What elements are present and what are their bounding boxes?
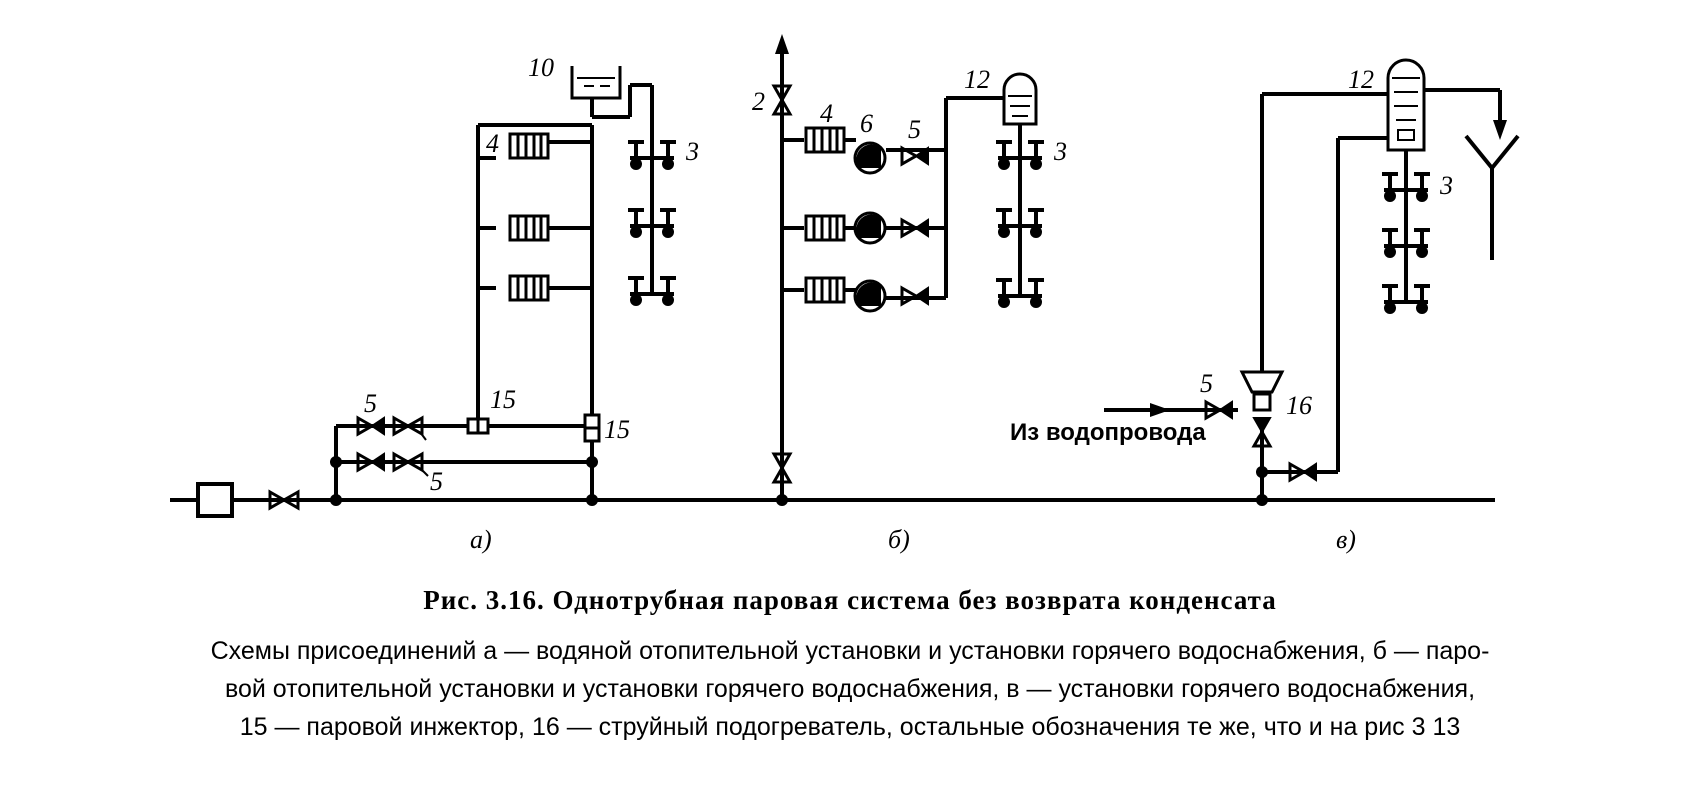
trap-6-2 xyxy=(853,211,887,245)
arrow-up-b xyxy=(775,34,789,54)
label-6: 6 xyxy=(860,109,873,138)
scheme-c xyxy=(1104,88,1520,500)
boiler-box xyxy=(196,482,234,518)
tank-12-b xyxy=(1002,72,1038,126)
caption-line-1: Схемы присоединений а — водяной отопител… xyxy=(210,637,1490,665)
injector-15-vertical xyxy=(583,413,601,443)
tank-12-c xyxy=(1386,58,1426,152)
trap-6-3 xyxy=(853,279,887,313)
injector-15-horizontal xyxy=(466,417,490,435)
label-15-a-left: 15 xyxy=(490,385,516,414)
label-4-a: 4 xyxy=(486,129,499,158)
steam-system-diagram: 10 4 3 5 15 15 5 а) 2 4 6 5 xyxy=(170,34,1520,554)
label-10: 10 xyxy=(528,53,554,82)
label-3-b: 3 xyxy=(1053,137,1067,166)
label-4-b: 4 xyxy=(820,99,833,128)
radiator-b1 xyxy=(804,126,846,154)
label-16: 16 xyxy=(1286,391,1312,420)
jet-heater-16 xyxy=(1239,370,1285,412)
radiator-b2 xyxy=(804,214,846,242)
label-5-c: 5 xyxy=(1200,369,1213,398)
scheme-a xyxy=(196,83,654,518)
label-12-c: 12 xyxy=(1348,65,1374,94)
tank-10 xyxy=(570,66,622,100)
label-3-a: 3 xyxy=(685,137,699,166)
radiator-a2 xyxy=(508,214,550,242)
label-12-b: 12 xyxy=(964,65,990,94)
label-2: 2 xyxy=(752,87,765,116)
label-5-a-bottom: 5 xyxy=(430,467,443,496)
figure-title: Рис. 3.16. Однотрубная паровая система б… xyxy=(423,585,1277,615)
label-5-a-top: 5 xyxy=(364,389,377,418)
scheme-b xyxy=(780,52,1022,500)
panel-label-c: в) xyxy=(1336,525,1356,554)
water-source-label: Из водопровода xyxy=(1010,419,1206,446)
figure-caption: Схемы присоединений а — водяной отопител… xyxy=(40,632,1660,746)
radiator-b3 xyxy=(804,276,846,304)
panel-label-a: а) xyxy=(470,525,492,554)
trap-6-1 xyxy=(853,141,887,175)
check-valve-c-vertical xyxy=(1251,417,1273,448)
arrow-down-c xyxy=(1493,120,1507,140)
label-3-c: 3 xyxy=(1439,171,1453,200)
arrow-in-water xyxy=(1150,403,1170,417)
caption-line-2: вой отопительной установки и установки г… xyxy=(224,675,1476,703)
caption-line-3: 15 — паровой инжектор, 16 — струйный под… xyxy=(239,713,1461,741)
label-5-b: 5 xyxy=(908,115,921,144)
label-15-a-right: 15 xyxy=(604,415,630,444)
radiator-a1 xyxy=(508,132,550,160)
panel-label-b: б) xyxy=(888,525,910,554)
radiator-a3 xyxy=(508,274,550,302)
